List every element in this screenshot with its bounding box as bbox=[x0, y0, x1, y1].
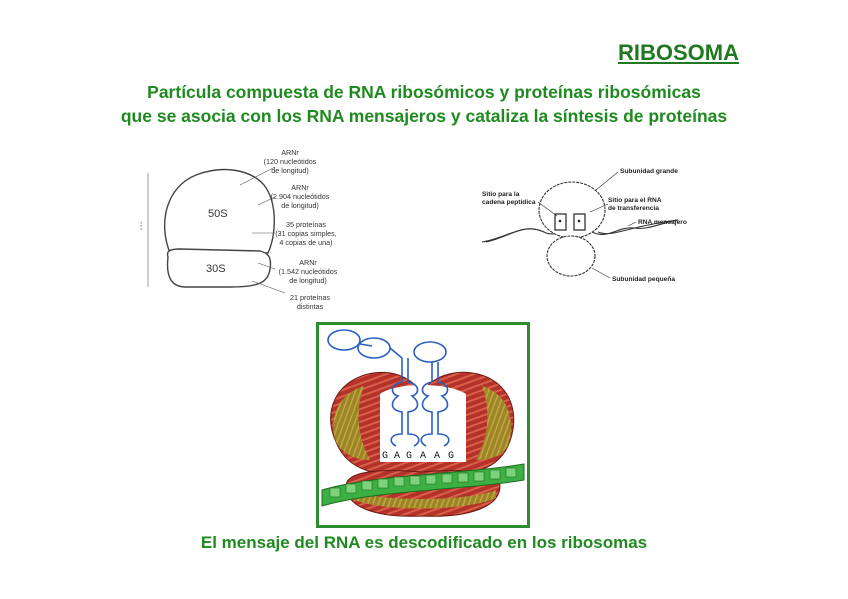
annot-2-line-1: ARNr bbox=[291, 183, 309, 192]
small-subunit-circle bbox=[547, 236, 595, 276]
codon-0: G bbox=[382, 451, 388, 462]
subtitle-line-2: que se asocia con los RNA mensajeros y c… bbox=[0, 104, 848, 128]
annot-3-line-1: 35 proteínas bbox=[286, 220, 326, 229]
ribosome-subunit-diagram: • • • 50S 30S ARNr (120 nucleótidos de l… bbox=[140, 145, 355, 315]
label-mrna: RNA mensajero bbox=[638, 219, 687, 226]
annot-2-line-3: de longitud) bbox=[281, 201, 319, 210]
ribosome-illustration: G A G A A G bbox=[316, 322, 530, 528]
codon-1: A bbox=[394, 451, 400, 462]
label-50s: 50S bbox=[208, 208, 228, 220]
annot-1-line-1: ARNr bbox=[281, 148, 299, 157]
subtitle-line-1: Partícula compuesta de RNA ribosómicos y… bbox=[0, 80, 848, 104]
annot-2-line-2: (2.904 nucleótidos bbox=[271, 192, 330, 201]
label-small-subunit: Subunidad pequeña bbox=[612, 276, 675, 283]
ribosome-mrna-diagram: Subunidad grande Sitio para la cadena pe… bbox=[478, 160, 690, 285]
annot-1-line-2: (120 nucleótidos bbox=[264, 157, 317, 166]
codon-5: G bbox=[448, 451, 454, 462]
label-peptide-site-1: Sitio para la bbox=[482, 191, 520, 198]
label-peptide-site-2: cadena peptídica bbox=[482, 199, 536, 206]
caption: El mensaje del RNA es descodificado en l… bbox=[0, 533, 848, 553]
annot-3-line-3: 4 copias de una) bbox=[279, 238, 332, 247]
annot-1-line-3: de longitud) bbox=[271, 166, 309, 175]
page-title: RIBOSOMA bbox=[618, 40, 739, 66]
label-rna-site-2: de transferencia bbox=[608, 205, 659, 212]
codon-3: A bbox=[420, 451, 426, 462]
annot-4-line-3: de longitud) bbox=[289, 276, 327, 285]
codon-4: A bbox=[434, 451, 440, 462]
subtitle: Partícula compuesta de RNA ribosómicos y… bbox=[0, 80, 848, 128]
scale-label: • • • bbox=[140, 222, 145, 230]
annot-4-line-2: (1.542 nucleótidos bbox=[279, 267, 338, 276]
codon-2: G bbox=[406, 451, 412, 462]
annot-3-line-2: (31 copias simples, bbox=[275, 229, 337, 238]
label-30s: 30S bbox=[206, 263, 226, 275]
label-rna-site-1: Sitio para el RNA bbox=[608, 197, 662, 204]
annot-5-line-1: 21 proteínas bbox=[290, 293, 330, 302]
annot-5-line-2: distintas bbox=[297, 302, 324, 311]
label-large-subunit: Subunidad grande bbox=[620, 168, 678, 175]
annot-4-line-1: ARNr bbox=[299, 258, 317, 267]
